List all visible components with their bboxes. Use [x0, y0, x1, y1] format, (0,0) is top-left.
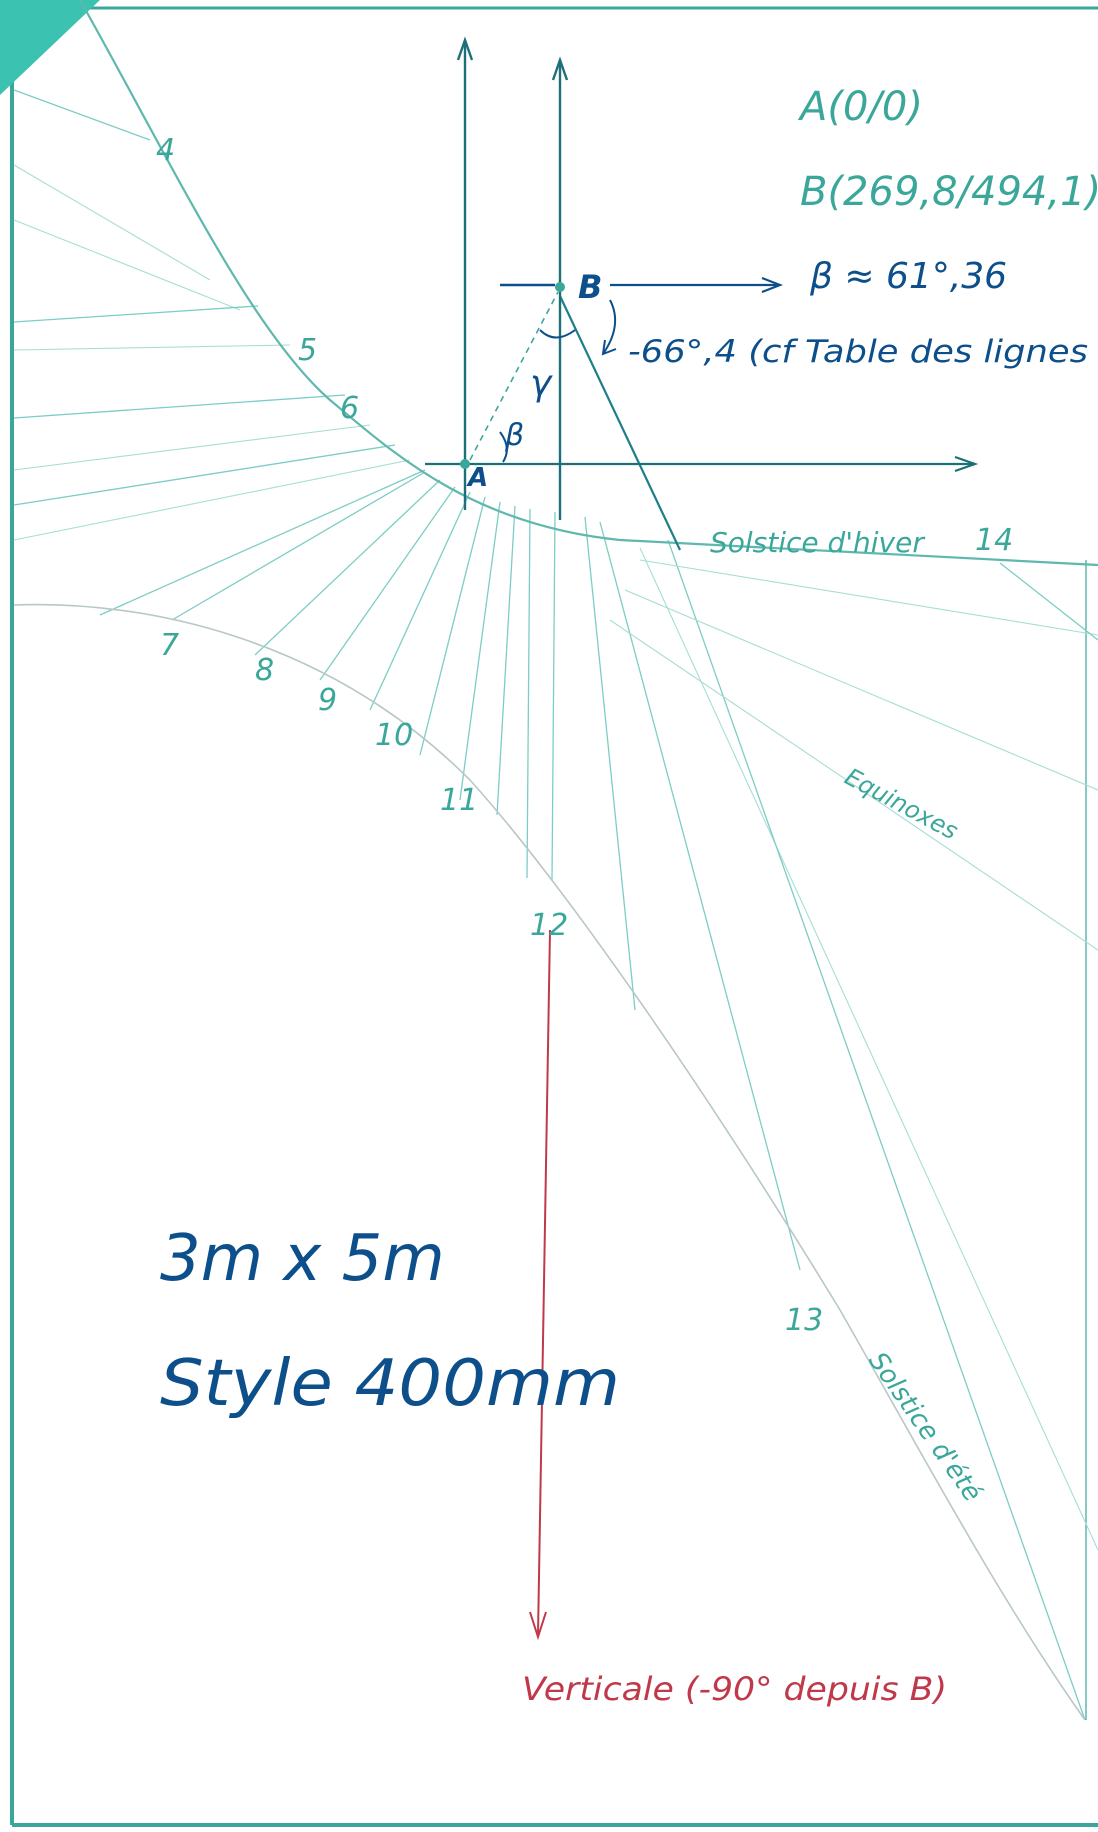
hour-label-10: 10: [375, 718, 413, 753]
winter-solstice-curve: [79, 0, 1098, 567]
style-length: Style 400mm: [160, 1347, 620, 1421]
beta-symbol: β: [504, 418, 524, 453]
hour-label-7: 7: [160, 628, 179, 663]
hour-label-13: 13: [785, 1303, 823, 1338]
hour-label-4: 4: [156, 133, 175, 168]
hour-label-14: 14: [975, 523, 1013, 558]
vertical-arrow: [529, 929, 551, 1641]
gamma-value: -66°,4 (cf Table des lignes: [628, 334, 1088, 370]
winter-solstice-label: Solstice d'hiver: [710, 526, 925, 559]
hour-label-5: 5: [298, 333, 317, 368]
gamma-symbol: γ: [530, 363, 553, 404]
equinox-line: [13, 603, 471, 781]
dial-size: 3m x 5m: [160, 1222, 445, 1296]
left-hour-lines: [13, 89, 426, 616]
point-a-coords: A(0/0): [797, 84, 923, 130]
corner-tab: [0, 0, 100, 95]
hour-label-12: 12: [530, 908, 568, 943]
equinox-label: Equinoxes: [840, 763, 962, 846]
hour-label-11: 11: [440, 783, 478, 818]
hour-label-8: 8: [255, 653, 274, 688]
axes: [425, 36, 979, 520]
summer-solstice-label: Solstice d'été: [862, 1347, 987, 1508]
hour-label-9: 9: [318, 683, 337, 718]
radial-hour-lines: [171, 471, 1098, 1721]
hour-label-6: 6: [340, 391, 359, 426]
beta-value: β ≈ 61°,36: [809, 256, 1007, 297]
point-a-label: A: [466, 463, 488, 493]
point-b-label: B: [578, 268, 602, 306]
style-line: [559, 295, 681, 551]
vertical-note: Verticale (-90° depuis B): [522, 1670, 947, 1708]
point-b-coords: B(269,8/494,1): [800, 169, 1098, 215]
summer-solstice-curve: [469, 779, 1086, 1721]
